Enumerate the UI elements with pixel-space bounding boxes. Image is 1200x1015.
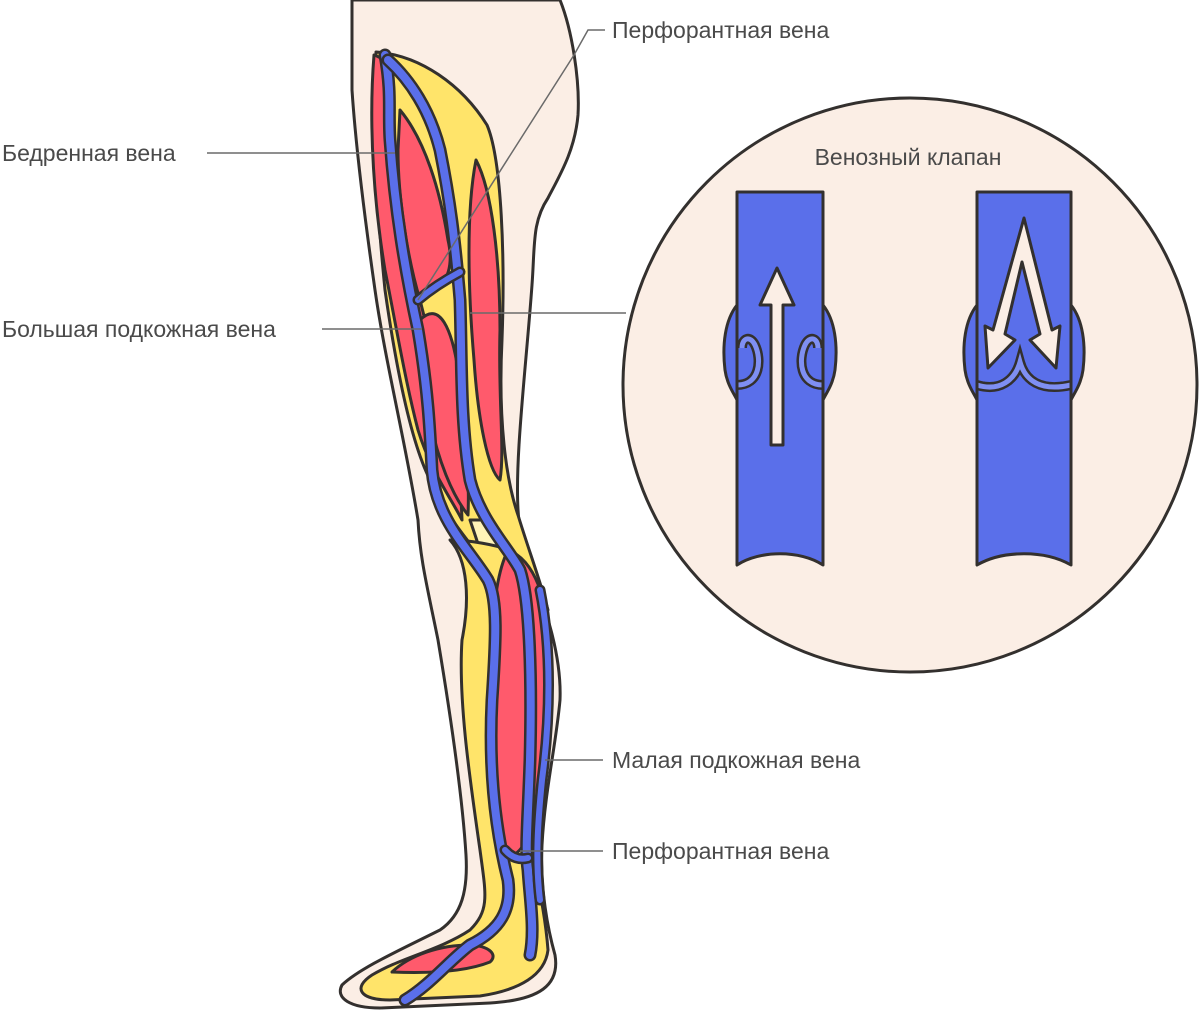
leg-veins xyxy=(378,48,554,1007)
inset-circle xyxy=(621,96,1199,674)
valve-inset: Венозный клапан xyxy=(621,96,1199,674)
label-perforator-bottom: Перфорантная вена xyxy=(612,838,829,864)
upward-flow-arrow xyxy=(758,266,796,447)
inset-title: Венозный клапан xyxy=(815,144,1002,170)
thigh-muscle-back xyxy=(467,158,504,482)
label-small-saphenous-vein: Малая подкожная вена xyxy=(612,747,860,773)
closed-valve-vessel xyxy=(962,190,1086,567)
label-great-saphenous-vein: Большая подкожная вена xyxy=(2,316,276,342)
open-valve-vessel xyxy=(722,190,838,567)
backflow-arrows xyxy=(983,216,1062,370)
labels: Перфорантная вена Бедренная вена Большая… xyxy=(2,17,860,864)
leg-illustration xyxy=(338,0,580,1010)
label-femoral-vein: Бедренная вена xyxy=(2,140,176,166)
leader-lines xyxy=(207,29,626,852)
label-perforator-top: Перфорантная вена xyxy=(612,17,829,43)
